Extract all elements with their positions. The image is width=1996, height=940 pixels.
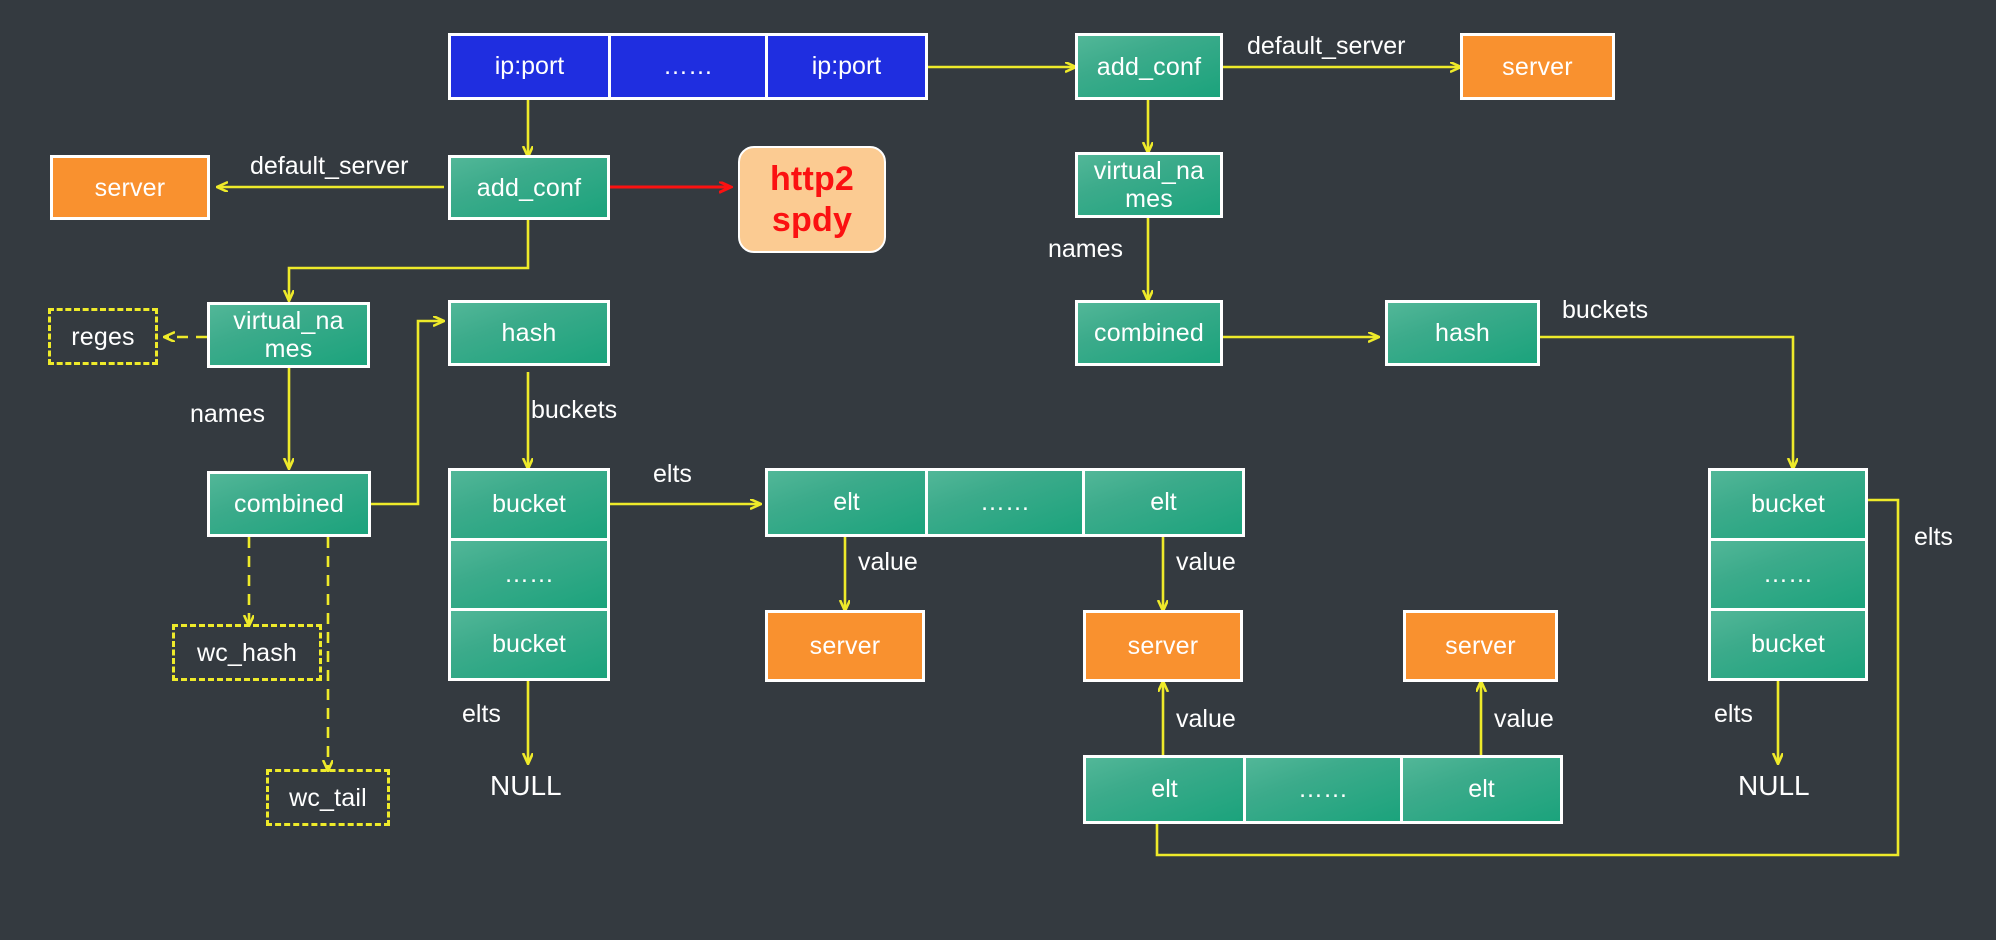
label-elts-right-side: elts — [1914, 523, 1953, 551]
label-names-left: names — [190, 400, 266, 428]
bucket-cell[interactable]: bucket — [1711, 611, 1865, 678]
http2-spdy-box[interactable]: http2 spdy — [738, 146, 886, 253]
virtual-names-left[interactable]: virtual_na mes — [207, 302, 370, 368]
label-default-server-left: default_server — [250, 152, 409, 180]
combined-right[interactable]: combined — [1075, 300, 1223, 366]
server-mid-right[interactable]: server — [1403, 610, 1558, 682]
label-value-2: value — [1176, 548, 1236, 576]
bucket-stack-left[interactable]: bucket …… bucket — [448, 468, 610, 681]
null-right: NULL — [1738, 770, 1810, 801]
server-mid-center[interactable]: server — [1083, 610, 1243, 682]
virtual-names-right-line1: virtual_na — [1093, 157, 1205, 185]
bucket-ellipsis-cell: …… — [451, 541, 607, 611]
elt-ellipsis-cell: …… — [928, 471, 1085, 534]
virtual-names-right[interactable]: virtual_na mes — [1075, 152, 1223, 218]
label-elts-left-top: elts — [653, 460, 692, 488]
bucket-ellipsis-cell: …… — [1711, 541, 1865, 611]
label-buckets-right: buckets — [1562, 296, 1649, 324]
wire-combined-left-to-hash — [371, 321, 443, 506]
bucket-cell[interactable]: bucket — [451, 611, 607, 678]
ipport-row[interactable]: ip:port …… ip:port — [448, 33, 928, 100]
elt-cell[interactable]: elt — [1403, 758, 1560, 821]
label-default-server-right: default_server — [1247, 32, 1406, 60]
hash-left[interactable]: hash — [448, 300, 610, 366]
virtual-names-left-line1: virtual_na — [233, 307, 344, 335]
elt-cell[interactable]: elt — [1085, 471, 1242, 534]
ipport-cell[interactable]: ip:port — [768, 36, 925, 97]
label-elts-left-bottom: elts — [462, 700, 501, 728]
ipport-ellipsis-cell: …… — [611, 36, 768, 97]
combined-left[interactable]: combined — [207, 471, 371, 537]
label-value-1: value — [858, 548, 918, 576]
null-left: NULL — [490, 770, 562, 801]
label-elts-right-bottom: elts — [1714, 700, 1753, 728]
wire-hash-right-to-bucket — [1540, 335, 1793, 468]
ipport-cell[interactable]: ip:port — [451, 36, 611, 97]
label-buckets-left: buckets — [531, 396, 618, 424]
elt-row-top[interactable]: elt …… elt — [765, 468, 1245, 537]
hash-right[interactable]: hash — [1385, 300, 1540, 366]
server-top-right[interactable]: server — [1460, 33, 1615, 100]
http2-label: http2 — [769, 160, 855, 199]
add-conf-left[interactable]: add_conf — [448, 155, 610, 220]
spdy-label: spdy — [771, 200, 853, 239]
virtual-names-left-line2: mes — [264, 335, 313, 363]
label-value-4: value — [1494, 705, 1554, 733]
wc-tail-box[interactable]: wc_tail — [266, 769, 390, 826]
server-mid-left[interactable]: server — [765, 610, 925, 682]
wc-hash-box[interactable]: wc_hash — [172, 624, 322, 681]
bucket-cell[interactable]: bucket — [451, 471, 607, 541]
elt-row-bottom[interactable]: elt …… elt — [1083, 755, 1563, 824]
wire-addconf-left-to-vnames — [289, 220, 530, 300]
elt-ellipsis-cell: …… — [1246, 758, 1403, 821]
server-top-left[interactable]: server — [50, 155, 210, 220]
elt-cell[interactable]: elt — [1086, 758, 1246, 821]
bucket-cell[interactable]: bucket — [1711, 471, 1865, 541]
elt-cell[interactable]: elt — [768, 471, 928, 534]
reges-box[interactable]: reges — [48, 308, 158, 365]
virtual-names-right-line2: mes — [1125, 185, 1173, 213]
label-names-right: names — [1048, 235, 1124, 263]
bucket-stack-right[interactable]: bucket …… bucket — [1708, 468, 1868, 681]
label-value-3: value — [1176, 705, 1236, 733]
add-conf-right[interactable]: add_conf — [1075, 33, 1223, 100]
